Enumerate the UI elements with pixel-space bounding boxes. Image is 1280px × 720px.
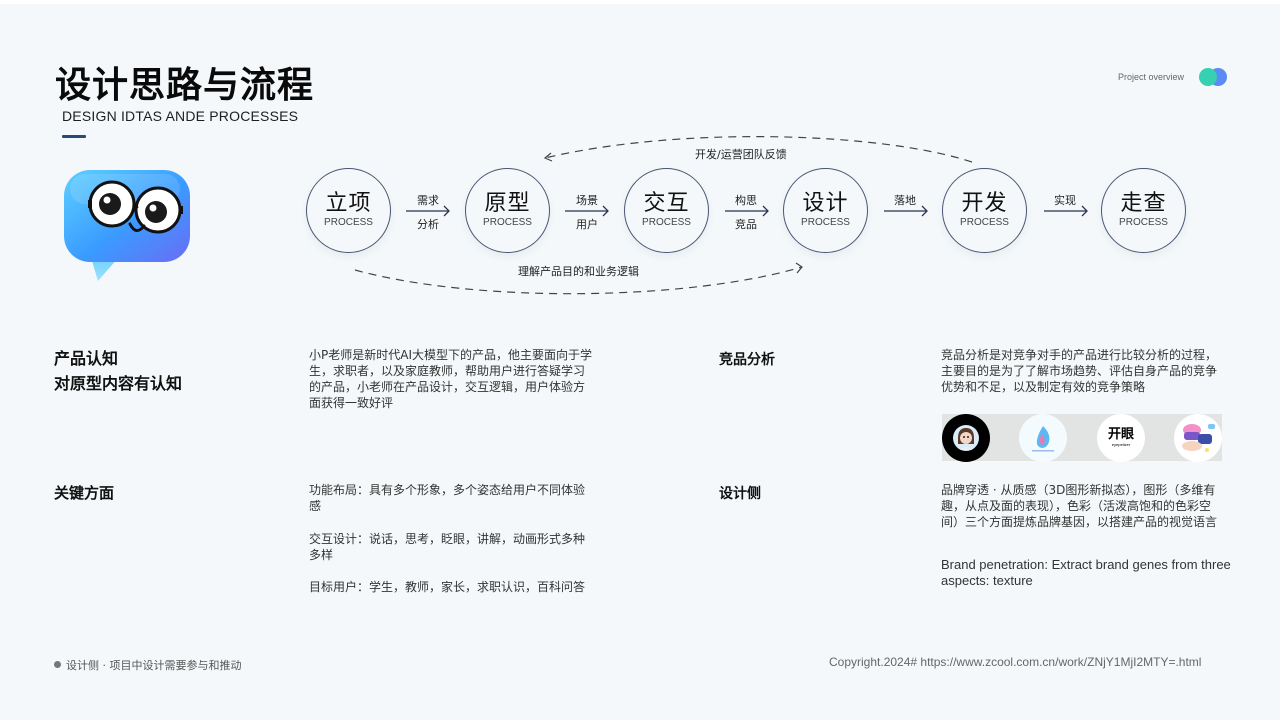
node-title: 开发: [961, 191, 1008, 216]
avatar-girl-logo-icon: [942, 414, 990, 462]
arrow-label-bottom: 竞品: [735, 218, 757, 231]
arrow-label-bottom: 分析: [417, 218, 439, 231]
node-subtitle: PROCESS: [801, 217, 850, 228]
title-accent-bar: [62, 135, 86, 138]
node-subtitle: PROCESS: [642, 217, 691, 228]
node-title: 走查: [1120, 191, 1167, 216]
section-heading-design: 设计侧: [719, 486, 761, 502]
slide: 设计思路与流程 DESIGN IDTAS ANDE PROCESSES Proj…: [0, 4, 1280, 720]
key-item-interaction: 交互设计：说话，思考，眨眼，讲解，动画形式多种多样: [309, 532, 586, 562]
node-subtitle: PROCESS: [483, 217, 532, 228]
arrow-label-top: 需求: [417, 194, 439, 207]
node-title: 设计: [802, 191, 849, 216]
arrow-label-top: 场景: [576, 194, 598, 207]
node-subtitle: PROCESS: [1119, 217, 1168, 228]
flow-node-zoucha: 走查 PROCESS: [1101, 168, 1186, 253]
key-item-layout: 功能布局：具有多个形象，多个姿态给用户不同体验感: [309, 483, 586, 513]
arrow-label-top: 构思: [735, 194, 757, 207]
arrow-label-bottom: 用户: [576, 218, 598, 231]
flow-node-jiaohu: 交互 PROCESS: [624, 168, 709, 253]
section-heading-product: 产品认知: [54, 349, 119, 368]
cartoon-characters-logo-icon: [1174, 414, 1222, 462]
node-subtitle: PROCESS: [960, 217, 1009, 228]
mascot-chat-bubble-icon: [64, 170, 190, 281]
section-body-product: 小P老师是新时代AI大模型下的产品，他主要面向于学生，求职者，以及家庭教师，帮助…: [309, 348, 592, 410]
arrow-label-top: 实现: [1054, 194, 1076, 207]
kaiyan-logo-sub: eyepetizer: [1111, 442, 1131, 447]
key-item-users: 目标用户：学生，教师，家长，求职认识，百科问答: [309, 580, 586, 594]
arrow-label-top: 落地: [894, 194, 916, 207]
flow-node-yuanxing: 原型 PROCESS: [465, 168, 550, 253]
flow-node-kaifa: 开发 PROCESS: [942, 168, 1027, 253]
page-subtitle: DESIGN IDTAS ANDE PROCESSES: [62, 108, 299, 124]
green-dot-icon: [1199, 68, 1217, 86]
kaiyan-logo-icon: 开眼 eyepetizer: [1097, 414, 1145, 462]
flow-connectors: [354, 136, 1088, 295]
kaiyan-logo-text: 开眼: [1107, 427, 1134, 442]
section-body-design-cn: 品牌穿透 · 从质感（3D图形新拟态），图形（多维有趣，从点及面的表现），色彩（…: [941, 483, 1218, 529]
feedback-note-top: 开发/运营团队反馈: [695, 148, 787, 161]
section-body-competitor: 竞品分析是对竞争对手的产品进行比较分析的过程，主要目的是为了了解市场趋势、评估自…: [941, 348, 1218, 394]
flow-node-sheji: 设计 PROCESS: [783, 168, 868, 253]
node-title: 交互: [643, 191, 690, 216]
footer-note: 设计侧 · 项目中设计需要参与和推动: [66, 659, 242, 672]
section-body-design-en: Brand penetration: Extract brand genes f…: [941, 557, 1231, 588]
flow-node-lixiang: 立项 PROCESS: [306, 168, 391, 253]
page-title: 设计思路与流程: [55, 65, 315, 106]
project-overview-label: Project overview: [1118, 72, 1185, 82]
section-heading-product-sub: 对原型内容有认知: [54, 374, 183, 393]
bullet-dot-icon: [54, 661, 61, 668]
section-heading-competitor: 竞品分析: [719, 352, 775, 368]
node-title: 立项: [325, 191, 372, 216]
node-title: 原型: [484, 191, 531, 216]
node-subtitle: PROCESS: [324, 217, 373, 228]
feedback-note-bottom: 理解产品目的和业务逻辑: [518, 265, 639, 278]
section-heading-key: 关键方面: [54, 484, 115, 502]
blue-flame-logo-icon: [1019, 414, 1067, 462]
footer-copyright: Copyright.2024# https://www.zcool.com.cn…: [829, 655, 1202, 669]
